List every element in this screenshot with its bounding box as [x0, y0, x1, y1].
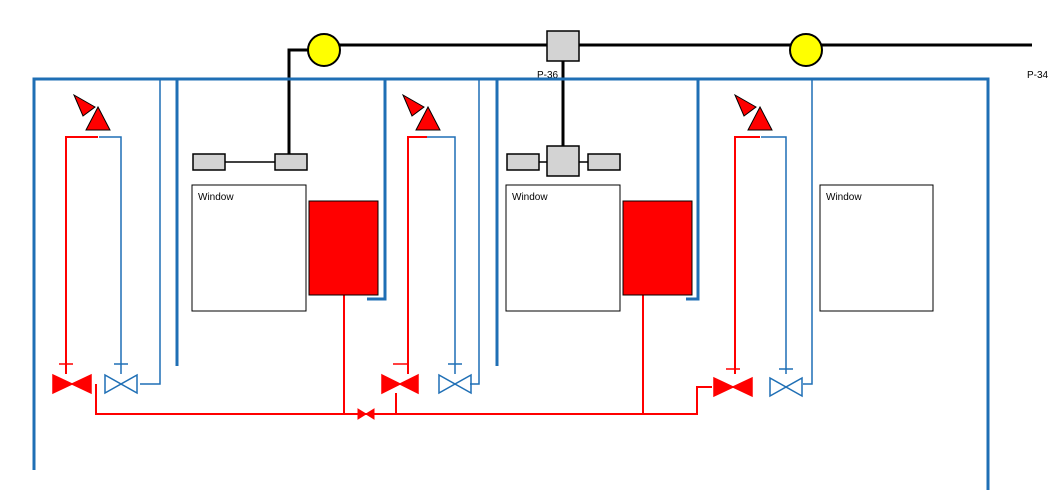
cold-valve-2[interactable]: [438, 363, 472, 395]
window-3: Window: [819, 184, 934, 312]
hot-valve-3[interactable]: [713, 368, 753, 398]
radiator-1[interactable]: [308, 200, 379, 296]
pump-left[interactable]: [307, 33, 341, 67]
fitting-left-a[interactable]: [192, 153, 226, 171]
window-label: Window: [198, 192, 234, 203]
junction-label: P-36: [537, 70, 559, 81]
main-supply-line: [225, 43, 1032, 163]
fitting-left-b[interactable]: [274, 153, 308, 171]
window-label: Window: [512, 192, 548, 203]
junction-box-top[interactable]: [546, 30, 580, 62]
sprinkler-head-3[interactable]: [733, 93, 773, 131]
junction-box-mid[interactable]: [546, 145, 580, 177]
cold-return-lines: [99, 79, 813, 385]
line-end-label: P-34: [1027, 70, 1049, 81]
window-label: Window: [826, 192, 862, 203]
window-2: Window: [505, 184, 621, 312]
pump-right[interactable]: [789, 33, 823, 67]
sprinkler-head-1[interactable]: [72, 93, 111, 131]
fitting-mid-left[interactable]: [506, 153, 540, 171]
cold-valve-3[interactable]: [769, 368, 803, 398]
hot-valve-1[interactable]: [52, 363, 92, 395]
window-1: Window: [191, 184, 307, 312]
hot-inline-valve[interactable]: [357, 408, 375, 420]
radiator-2[interactable]: [622, 200, 693, 296]
sprinkler-head-2[interactable]: [401, 93, 441, 131]
cold-valve-1[interactable]: [104, 363, 138, 395]
fitting-mid-right[interactable]: [587, 153, 621, 171]
hot-supply-lines: [65, 136, 760, 415]
building-outline: [32, 77, 990, 490]
hot-valve-2[interactable]: [381, 363, 419, 395]
